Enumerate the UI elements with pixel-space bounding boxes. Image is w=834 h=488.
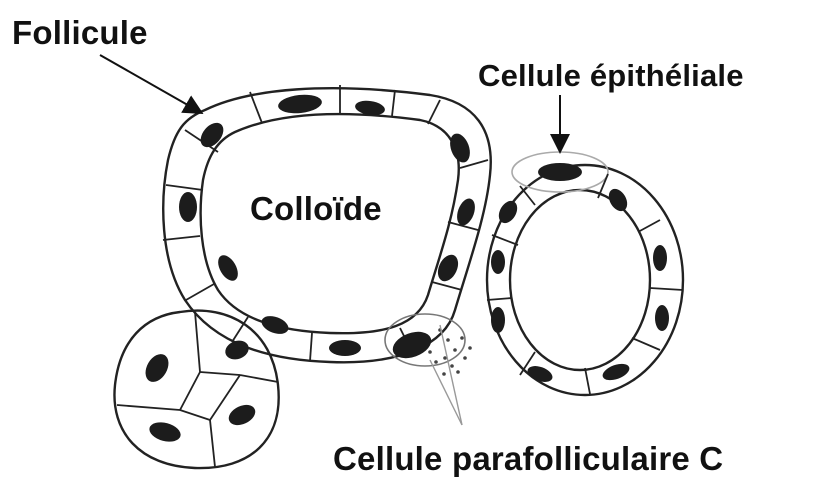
cell-cluster bbox=[114, 311, 278, 469]
parafollicular-cell bbox=[385, 314, 472, 376]
parafollicular-pointer-left bbox=[430, 360, 462, 425]
small-follicle-outer-wall bbox=[487, 165, 683, 395]
follicule-arrow bbox=[100, 55, 200, 112]
epithelial-cell-nucleus bbox=[538, 163, 582, 181]
epithelial-cell-label: Cellule épithéliale bbox=[478, 58, 744, 94]
small-follicle bbox=[487, 152, 683, 395]
small-follicle-inner-wall bbox=[510, 190, 650, 370]
follicle-label: Follicule bbox=[12, 14, 148, 52]
parafollicular-cell-label: Cellule parafolliculaire C bbox=[333, 440, 723, 478]
colloid-label: Colloïde bbox=[250, 190, 382, 228]
